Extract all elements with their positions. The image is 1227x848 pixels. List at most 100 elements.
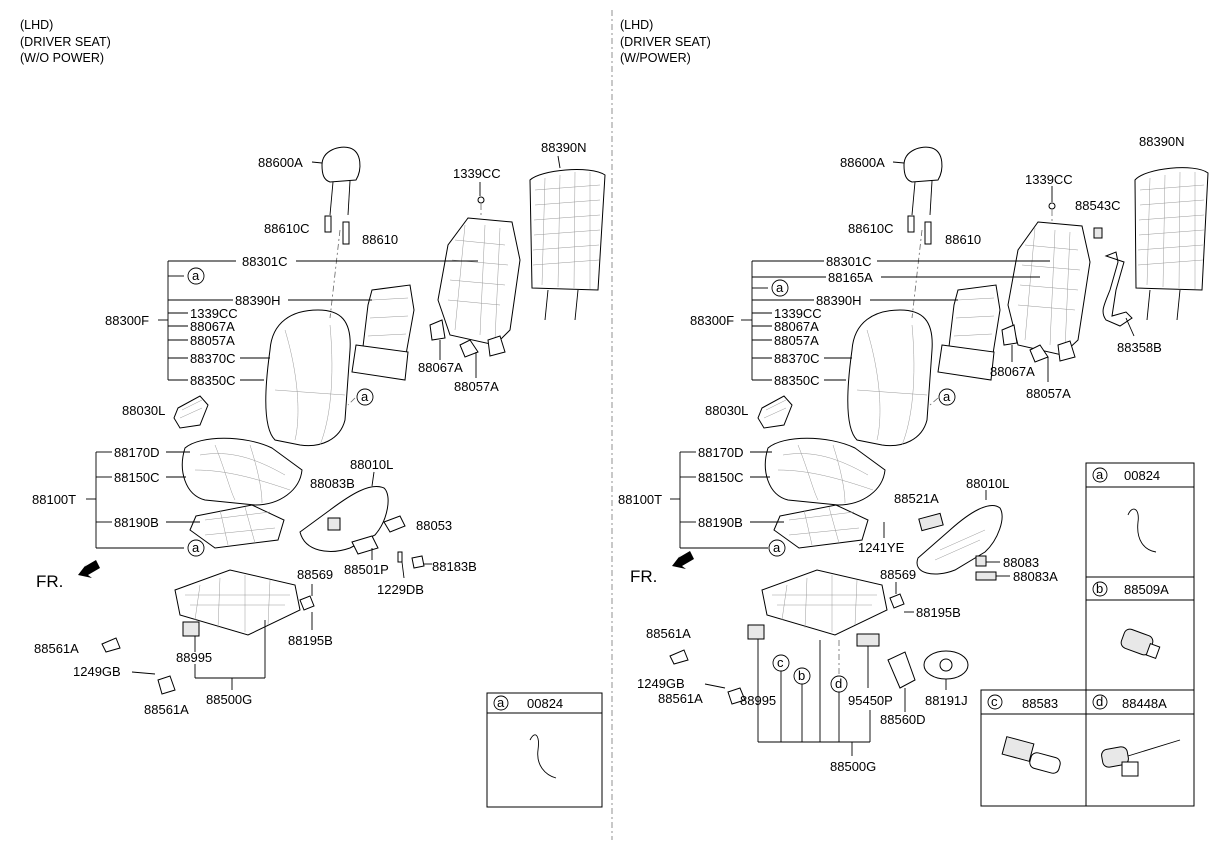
guide-88610-right — [924, 221, 932, 245]
callout-a-right-1 — [771, 279, 789, 297]
label-88390H-left: 88390H — [235, 293, 281, 308]
callout-a-right-1-text: a — [776, 280, 784, 295]
inset-a-part-right: 00824 — [1124, 468, 1160, 483]
label-1339CC-top-right: 1339CC — [1025, 172, 1073, 187]
label-88067A-right-left: 88067A — [418, 360, 463, 375]
left-header-line-1: (LHD) — [20, 18, 53, 32]
headrest-88600A-right — [903, 146, 943, 183]
pan-88190B-left — [189, 504, 285, 549]
lumbar-88358B-right — [1102, 251, 1133, 327]
callout-a-left-1 — [187, 267, 205, 285]
left-leaders — [86, 155, 561, 690]
label-88083B-left: 88083B — [310, 476, 355, 491]
callout-a-right-3 — [768, 539, 786, 557]
label-88370C-left: 88370C — [190, 351, 236, 366]
label-88183B-left: 88183B — [432, 559, 477, 574]
label-1339CC-left: 1339CC — [190, 306, 238, 321]
seatback-88370C-left — [265, 309, 351, 447]
left-header: (LHD) (DRIVER SEAT) (W/O POWER) — [20, 18, 111, 65]
label-88500G-right: 88500G — [830, 759, 876, 774]
label-88390H-right: 88390H — [816, 293, 862, 308]
label-88370C-right: 88370C — [774, 351, 820, 366]
fr-label-right: FR. — [630, 567, 657, 586]
inset-a-letter-right: a — [1096, 467, 1104, 482]
label-88067A-second-right: 88067A — [990, 364, 1035, 379]
label-88350C-left: 88350C — [190, 373, 236, 388]
guide-88610C-right — [907, 215, 915, 233]
label-88195B-left: 88195B — [288, 633, 333, 648]
back-cover-88390N-left — [529, 169, 606, 291]
inset-d-part-right: 88448A — [1122, 696, 1167, 711]
knob-88083B-left — [327, 517, 341, 531]
label-95450P-right: 95450P — [848, 693, 893, 708]
back-frame-88301C-right — [1007, 221, 1091, 356]
box-88995-right — [747, 624, 765, 640]
label-88100T-right: 88100T — [618, 492, 662, 507]
front-arrow-right: FR. — [630, 551, 694, 586]
left-header-line-3: (W/O POWER) — [20, 51, 104, 65]
label-88569-right: 88569 — [880, 567, 916, 582]
label-88500G-left: 88500G — [206, 692, 252, 707]
label-88191J-right: 88191J — [925, 693, 968, 708]
label-88561A-left: 88561A — [34, 641, 79, 656]
knob-88083-right — [975, 555, 987, 567]
right-header: (LHD) (DRIVER SEAT) (W/POWER) — [620, 18, 711, 65]
callout-a-left-2-text: a — [361, 389, 369, 404]
inset-b-letter-right: b — [1096, 581, 1103, 596]
back-frame-88301C-left — [437, 217, 521, 346]
callout-d-right-text: d — [835, 676, 842, 691]
callout-a-right-2-text: a — [943, 389, 951, 404]
label-88350C-right: 88350C — [774, 373, 820, 388]
label-88067A-left: 88067A — [190, 319, 235, 334]
switch-88521A-right — [918, 512, 944, 532]
label-88600A-left: 88600A — [258, 155, 303, 170]
label-88083-right: 88083 — [1003, 555, 1039, 570]
label-88100T-left: 88100T — [32, 492, 76, 507]
inset-b-part-right: 88509A — [1124, 582, 1169, 597]
right-header-line-3: (W/POWER) — [620, 51, 691, 65]
label-88057A-right: 88057A — [774, 333, 819, 348]
inset-d-letter-right: d — [1096, 694, 1103, 709]
module-95450P-right — [856, 633, 880, 647]
left-part-labels: 88600A 88390N 1339CC 88610C 88610 88301C… — [32, 140, 587, 717]
inset-c-part-right: 88583 — [1022, 696, 1058, 711]
front-arrow-left: FR. — [36, 560, 100, 591]
label-88301C-left: 88301C — [242, 254, 288, 269]
label-88610-left: 88610 — [362, 232, 398, 247]
label-88067A-right: 88067A — [774, 319, 819, 334]
label-88610C-left: 88610C — [264, 221, 310, 236]
track-frame-88500G-left — [174, 569, 301, 636]
label-88560D-right: 88560D — [880, 712, 926, 727]
label-88600A-right: 88600A — [840, 155, 885, 170]
label-88995-right: 88995 — [740, 693, 776, 708]
side-shield-88010L-right — [916, 505, 1003, 575]
fr-label-left: FR. — [36, 572, 63, 591]
guide-88610C-left — [324, 215, 332, 233]
track-frame-88500G-right — [761, 569, 888, 636]
left-inset-part: 00824 — [527, 696, 563, 711]
wire-00824-left — [529, 734, 557, 779]
label-88610-right: 88610 — [945, 232, 981, 247]
label-88995-left: 88995 — [176, 650, 212, 665]
label-1339CC-right: 1339CC — [774, 306, 822, 321]
wire-00824-right — [1127, 508, 1157, 553]
label-1241YE-right: 1241YE — [858, 540, 905, 555]
shield-88030L-left — [173, 395, 209, 429]
callout-a-right-3-text: a — [773, 540, 781, 555]
shield-88030L-right — [757, 395, 793, 429]
label-88610C-right: 88610C — [848, 221, 894, 236]
label-88390N-right: 88390N — [1139, 134, 1185, 149]
label-88569-left: 88569 — [297, 567, 333, 582]
inset-c-letter-right: c — [991, 694, 998, 709]
label-88358B-right: 88358B — [1117, 340, 1162, 355]
right-diagram: FR. c b d — [618, 134, 1209, 807]
label-88501P-left: 88501P — [344, 562, 389, 577]
label-88057A-left: 88057A — [190, 333, 235, 348]
pan-88190B-right — [773, 504, 869, 549]
callout-a-left-3-text: a — [192, 540, 200, 555]
label-88300F-left: 88300F — [105, 313, 149, 328]
label-1249GB-right: 1249GB — [637, 676, 685, 691]
left-header-line-2: (DRIVER SEAT) — [20, 35, 111, 49]
label-88195B-right: 88195B — [916, 605, 961, 620]
